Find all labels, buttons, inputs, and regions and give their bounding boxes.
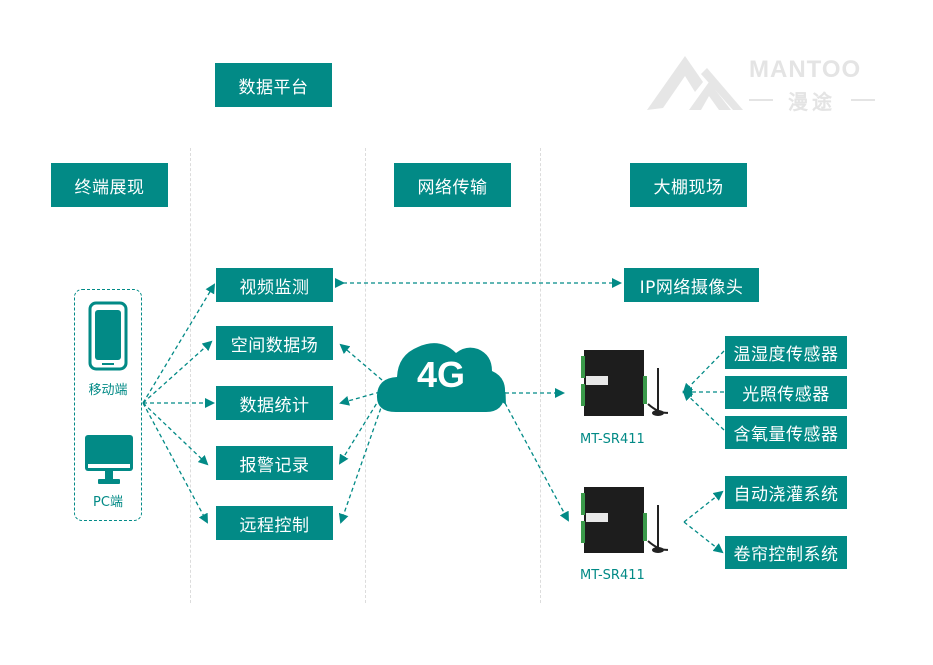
logo-brand: MANTOO bbox=[749, 56, 862, 83]
arrow-cloud-space bbox=[339, 343, 383, 381]
arrow-sensor-oxygen bbox=[682, 390, 725, 431]
sensor-oxygen[interactable]: 含氧量传感器 bbox=[725, 416, 847, 449]
platform-item-video[interactable]: 视频监测 bbox=[216, 268, 333, 302]
arrow-sensor-temp bbox=[682, 350, 725, 394]
gateway-device-icon[interactable] bbox=[578, 483, 668, 563]
arrow-terminal-space bbox=[142, 340, 213, 404]
device-model-1: MT-SR411 bbox=[580, 432, 645, 447]
arrow-curtain bbox=[683, 521, 724, 554]
sensor-temp-humidity[interactable]: 温湿度传感器 bbox=[725, 336, 847, 369]
mountain-logo-icon bbox=[647, 56, 743, 110]
device-model-2: MT-SR411 bbox=[580, 568, 645, 583]
gateway-device-icon[interactable] bbox=[578, 346, 668, 426]
system-curtain[interactable]: 卷帘控制系统 bbox=[725, 536, 847, 569]
arrow-terminal-alarm bbox=[142, 402, 209, 466]
column-divider bbox=[540, 148, 541, 603]
mobile-label: 移动端 bbox=[88, 383, 128, 398]
column-divider bbox=[190, 148, 191, 603]
cloud-label: 4G bbox=[416, 354, 466, 395]
arrow-terminal-control bbox=[142, 402, 208, 524]
platform-item-space[interactable]: 空间数据场 bbox=[216, 326, 333, 360]
mobile-phone-icon[interactable] bbox=[88, 301, 128, 371]
column-header-platform: 数据平台 bbox=[215, 63, 332, 107]
arrow-irrigation bbox=[683, 490, 724, 523]
platform-item-control[interactable]: 远程控制 bbox=[216, 506, 333, 540]
cloud-4g-icon bbox=[376, 343, 506, 412]
platform-item-alarm[interactable]: 报警记录 bbox=[216, 446, 333, 480]
column-header-field: 大棚现场 bbox=[630, 163, 747, 207]
column-header-terminal: 终端展现 bbox=[51, 163, 168, 207]
field-camera[interactable]: IP网络摄像头 bbox=[624, 268, 759, 302]
column-divider bbox=[365, 148, 366, 603]
arrow-cloud-device2 bbox=[496, 393, 569, 522]
logo-brand-cn: 漫途 bbox=[749, 86, 875, 115]
pc-label: PC端 bbox=[93, 495, 123, 510]
arrow-cloud-alarm bbox=[338, 397, 381, 465]
platform-item-stats[interactable]: 数据统计 bbox=[216, 386, 333, 420]
system-irrigation[interactable]: 自动浇灌系统 bbox=[725, 476, 847, 509]
terminal-group bbox=[74, 289, 142, 521]
pc-monitor-icon[interactable] bbox=[84, 434, 134, 486]
sensor-light[interactable]: 光照传感器 bbox=[725, 376, 847, 409]
column-header-network: 网络传输 bbox=[394, 163, 511, 207]
mantoo-logo: MANTOO 漫途 bbox=[645, 52, 875, 116]
arrow-cloud-control bbox=[338, 401, 384, 524]
arrow-terminal-video bbox=[142, 283, 216, 404]
